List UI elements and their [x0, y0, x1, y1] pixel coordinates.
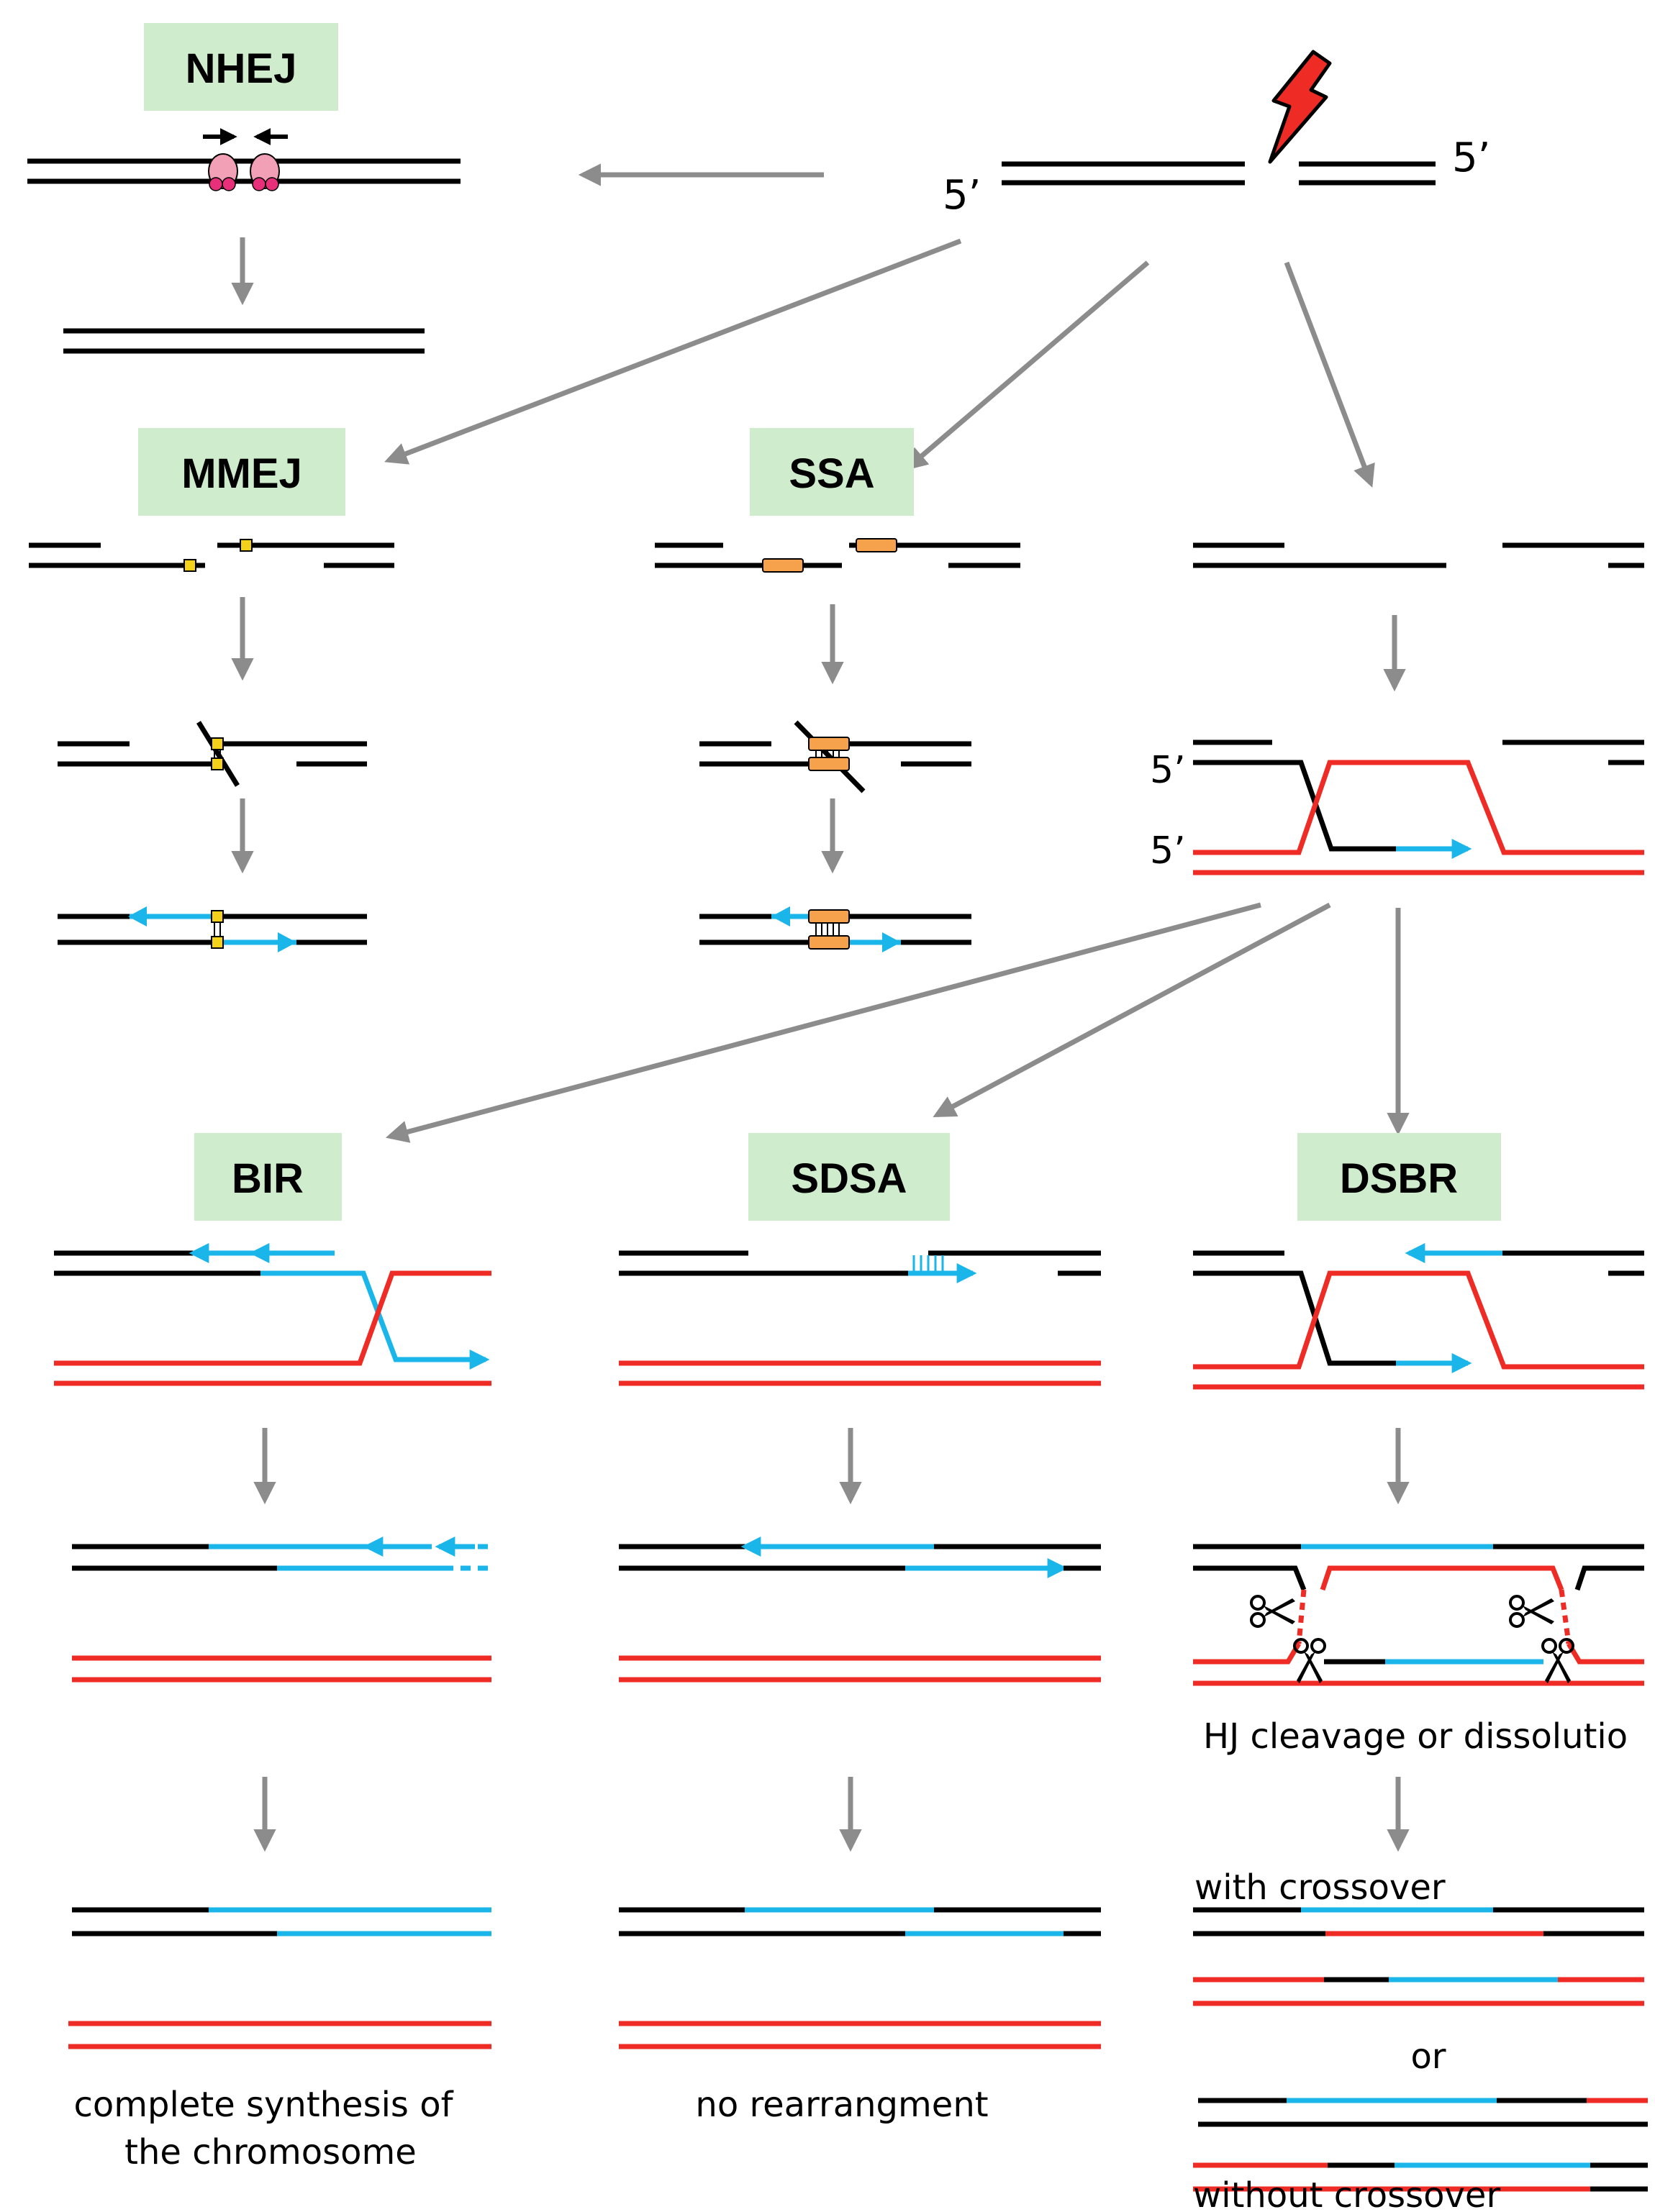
hr-resection-section: 5’ 5’	[1150, 542, 1644, 875]
lightning-bolt-icon	[1268, 50, 1332, 164]
bir-outcome-line2: the chromosome	[124, 2132, 417, 2172]
dsbr-label: DSBR	[1340, 1155, 1458, 1202]
mmej-label: MMEJ	[181, 450, 302, 497]
sdsa-label: SDSA	[791, 1155, 907, 1202]
flow-arrows-middle	[385, 902, 1410, 1143]
bir-outcome-line1: complete synthesis of	[74, 2085, 454, 2125]
mmej-section: MMEJ	[29, 428, 394, 952]
nhej-label: NHEJ	[186, 45, 297, 92]
or-label: or	[1410, 2036, 1446, 2077]
broken-dna	[1002, 161, 1436, 186]
scissors-icon	[1250, 1595, 1297, 1628]
five-prime-label-bottom: 5’	[1150, 829, 1186, 873]
ssa-label: SSA	[789, 450, 874, 497]
sdsa-tag-bg	[748, 1133, 950, 1221]
nhej-tag-bg	[144, 23, 338, 111]
with-crossover-label: with crossover	[1194, 1867, 1446, 1908]
five-prime-label-right: 5’	[1452, 135, 1490, 181]
scissors-icon	[1509, 1595, 1556, 1628]
hj-cleavage-label: HJ cleavage or dissolutio	[1203, 1716, 1628, 1757]
sdsa-section: SDSA	[619, 1133, 1101, 2125]
dsb-section: 5’ 5’	[943, 50, 1490, 219]
nhej-product	[63, 328, 425, 354]
five-prime-label-top: 5’	[1150, 749, 1186, 792]
nhej-section: NHEJ	[27, 23, 461, 354]
bir-section: BIR	[54, 1133, 491, 2172]
ssa-section: SSA	[655, 428, 1020, 952]
flow-arrows-top	[384, 163, 1375, 488]
ku-protein-icon	[208, 153, 280, 191]
dsbr-tag-bg	[1297, 1133, 1501, 1221]
sdsa-outcome: no rearrangment	[695, 2085, 988, 2125]
bir-label: BIR	[232, 1155, 304, 1202]
dsbr-section: DSBR	[1193, 1133, 1648, 2212]
bir-tag-bg	[194, 1133, 342, 1221]
without-crossover-label: without crossover	[1193, 2175, 1500, 2212]
ssa-tag-bg	[750, 428, 914, 516]
mmej-tag-bg	[138, 428, 345, 516]
five-prime-label-left: 5’	[943, 172, 981, 219]
